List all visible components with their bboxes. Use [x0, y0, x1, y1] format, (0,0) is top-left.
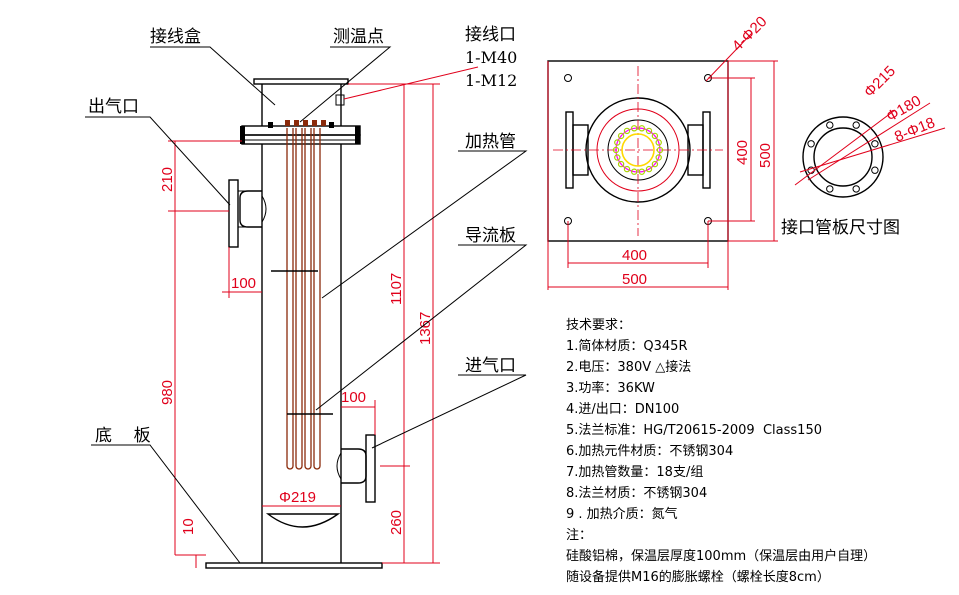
front-dimensions	[168, 83, 440, 568]
requirement-item: 4.进/出口：DN100	[566, 402, 679, 417]
label-gas-inlet: 进气口	[465, 356, 516, 376]
label-junction-box: 接线盒	[150, 27, 201, 47]
heating-tube-end	[645, 165, 653, 173]
requirement-item: 5.法兰标准：HG/T20615-2009 Class150	[566, 423, 822, 438]
dim-1367: 1367	[417, 312, 434, 345]
dim-210: 210	[159, 167, 176, 192]
leader-lines	[85, 46, 528, 564]
flange-bolt-holes	[807, 121, 879, 193]
heating-tube-end	[655, 139, 662, 146]
label-wiring-port-spec2: 1-M12	[465, 71, 517, 90]
requirement-item: 3.功率：36KW	[566, 380, 655, 396]
heating-tube-end	[645, 127, 653, 135]
port-plate-dimensions	[547, 32, 778, 290]
bolt-hole	[807, 140, 815, 148]
dim-1107: 1107	[388, 273, 405, 305]
heating-tube-end	[656, 146, 664, 154]
port-plate-view	[547, 60, 729, 242]
note-item: 硅酸铝棉，保温层厚度100mm（保温层由用户自理）	[566, 548, 876, 564]
bolt-hole	[871, 140, 879, 148]
bottom-plate	[205, 562, 383, 569]
requirement-item: 7.加热管数量：18支/组	[566, 465, 703, 480]
gas-outlet-nozzle	[228, 179, 267, 248]
heating-tube-end	[651, 160, 659, 168]
label-bottom-plate: 底 板	[95, 426, 151, 446]
requirement-item: 9 . 加热介质：氮气	[566, 506, 678, 522]
requirement-item: 1.简体材质：Q345R	[566, 338, 687, 354]
heating-tube-end	[614, 139, 621, 146]
upper-flange	[241, 125, 361, 136]
bottom-head	[265, 513, 341, 528]
dim-100-outlet: 100	[231, 275, 256, 292]
label-gas-outlet: 出气口	[88, 97, 139, 117]
bolt-hole	[852, 121, 860, 129]
label-baffle: 导流板	[465, 226, 516, 246]
heating-tube-end	[651, 132, 659, 140]
bolt-hole	[826, 185, 834, 193]
label-temp-point: 测温点	[333, 27, 384, 47]
heating-tube-end	[655, 154, 662, 161]
dim-260: 260	[388, 510, 405, 535]
bolt-hole	[826, 121, 834, 129]
requirement-item: 6.加热元件材质：不锈钢304	[566, 444, 733, 459]
heating-tube-end	[631, 125, 638, 132]
heating-tube-end	[623, 127, 631, 135]
dim-phi-215: Φ215	[861, 63, 899, 101]
label-wiring-port: 接线口	[465, 25, 516, 45]
heating-tube-end	[614, 154, 621, 161]
heating-tube-end	[631, 168, 638, 175]
dim-10: 10	[180, 518, 197, 535]
heating-tube-end	[638, 125, 646, 132]
heating-tubes	[285, 120, 326, 470]
note-title: 注：	[566, 528, 592, 543]
dim-4-phi-20: 4-Φ20	[729, 13, 771, 55]
heating-tube-end	[623, 165, 631, 173]
dim-400-horizontal: 400	[622, 247, 647, 264]
label-wiring-port-spec1: 1-M40	[465, 48, 517, 67]
small-flange-view	[794, 102, 946, 198]
dim-phi-219: Φ219	[279, 489, 316, 506]
dim-500-vertical: 500	[757, 143, 774, 168]
dim-100-inlet: 100	[341, 389, 366, 406]
label-heating-tube: 加热管	[465, 132, 516, 152]
requirement-item: 8.法兰材质：不锈钢304	[566, 486, 707, 501]
wiring-port-stub	[335, 94, 345, 106]
requirement-item: 2.电压：380V △接法	[566, 359, 691, 375]
bolt-hole	[871, 166, 879, 174]
requirements-title: 技术要求：	[566, 318, 631, 333]
note-item: 随设备提供M16的膨胀螺栓（螺栓长度8cm）	[566, 569, 830, 585]
port-plate-title: 接口管板尺寸图	[781, 218, 900, 238]
heating-tube-end	[617, 132, 625, 140]
heating-tube-ring	[612, 125, 664, 175]
heating-tube-end	[638, 168, 646, 175]
vessel-front-view	[205, 78, 383, 569]
gas-inlet-nozzle	[336, 434, 376, 503]
technical-requirements: 技术要求： 1.简体材质：Q345R 2.电压：380V △接法 3.功率：36…	[566, 318, 876, 585]
dim-400-vertical: 400	[734, 140, 751, 165]
heating-tube-end	[612, 146, 620, 154]
heating-tube-end	[617, 160, 625, 168]
dim-500-horizontal: 500	[622, 271, 647, 288]
top-cap-plate	[253, 78, 349, 85]
bolt-hole	[852, 185, 860, 193]
dim-980: 980	[159, 380, 176, 405]
